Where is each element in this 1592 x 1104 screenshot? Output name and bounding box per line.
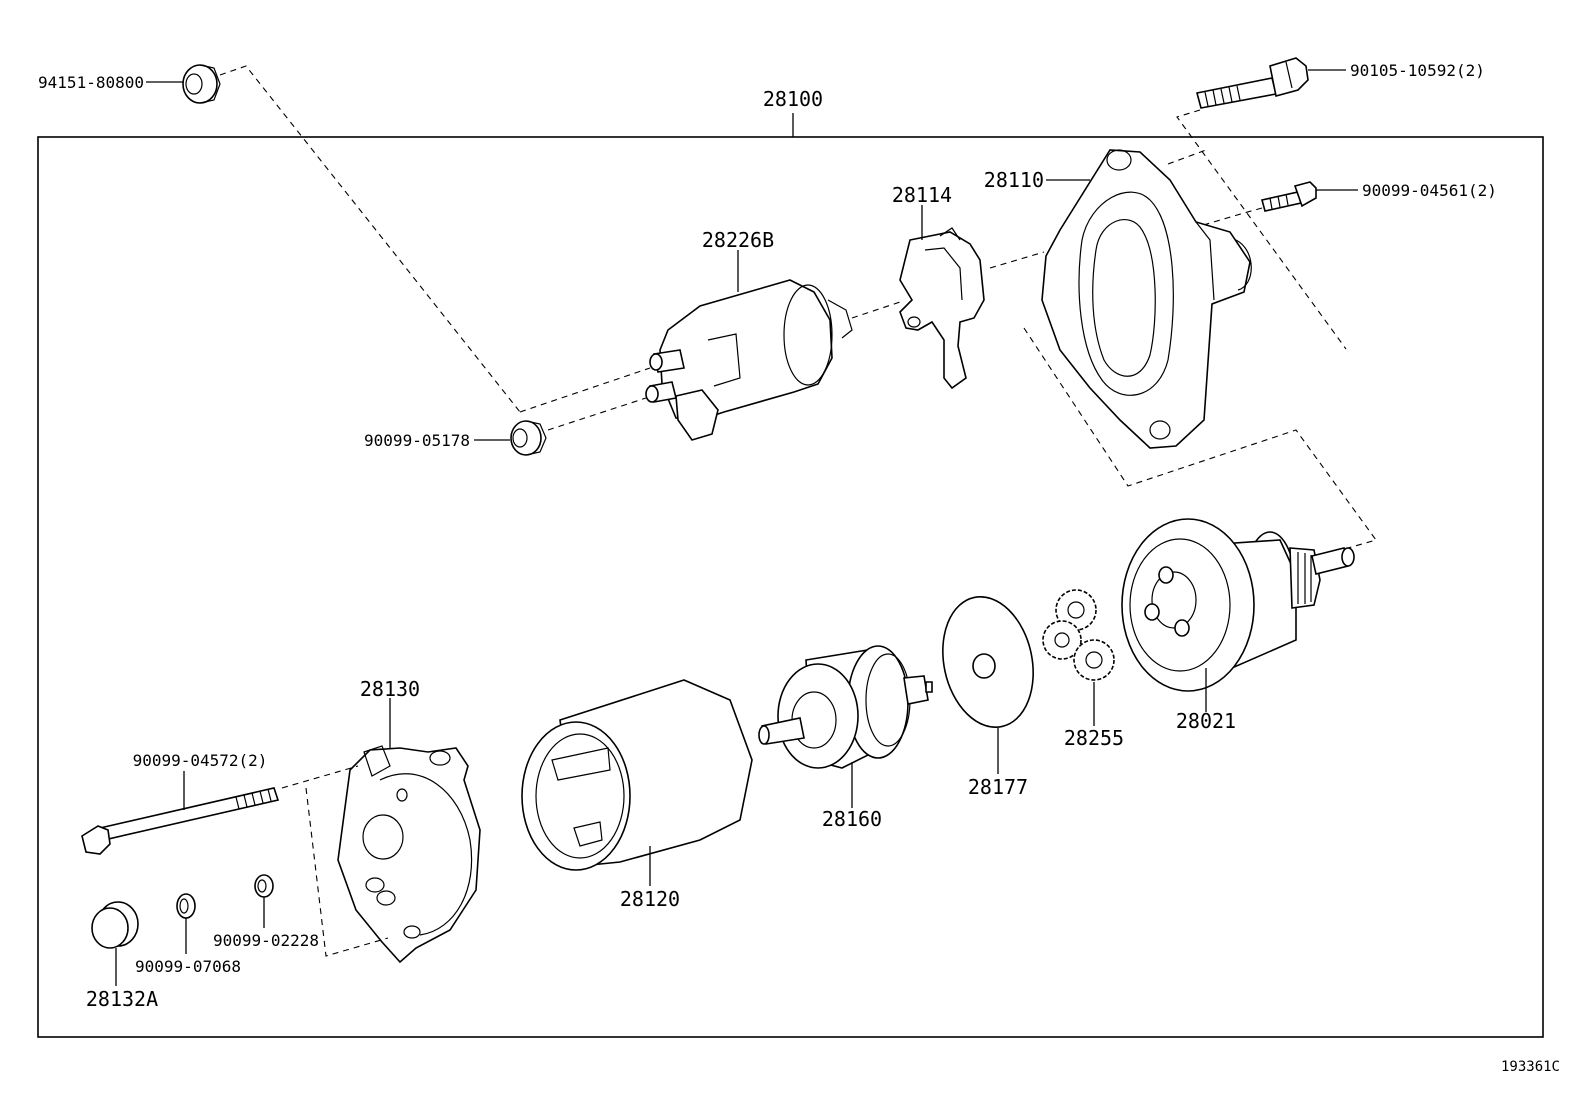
dash-94151 xyxy=(219,65,521,413)
nut-90099-05178[interactable] xyxy=(510,420,547,456)
armature-28160[interactable] xyxy=(758,645,933,769)
label-90099-04561: 90099-04561(2) xyxy=(1362,181,1497,200)
plate-28177[interactable] xyxy=(931,588,1045,735)
dash-28130-upper xyxy=(281,765,359,789)
label-28021: 28021 xyxy=(1176,709,1236,733)
solenoid-28226B[interactable] xyxy=(645,279,853,441)
dash-28226B-upper xyxy=(519,367,651,413)
planetary-gears-28255[interactable] xyxy=(1042,589,1115,681)
dash-04561 xyxy=(1199,207,1263,227)
bolt-90099-04561[interactable] xyxy=(1261,181,1317,212)
label-28130: 28130 xyxy=(360,677,420,701)
label-28100: 28100 xyxy=(763,87,823,111)
dash-28226B-right xyxy=(851,301,901,319)
yoke-28120[interactable] xyxy=(521,679,753,871)
label-28132A: 28132A xyxy=(86,987,158,1011)
drive-lever-28114[interactable] xyxy=(899,227,985,390)
through-bolt-90099-04572[interactable] xyxy=(81,787,280,855)
label-28177: 28177 xyxy=(968,775,1028,799)
end-frame-28130[interactable] xyxy=(337,745,481,964)
label-28114: 28114 xyxy=(892,183,952,207)
assembly-frame xyxy=(37,136,1544,1038)
dash-28130-lower xyxy=(305,787,389,957)
label-90099-05178: 90099-05178 xyxy=(364,431,470,450)
dash-28110 xyxy=(1023,327,1377,549)
dash-28226B-lower xyxy=(547,397,647,431)
label-28255: 28255 xyxy=(1064,726,1124,750)
label-90105-10592: 90105-10592(2) xyxy=(1350,61,1485,80)
ring-90099-07068[interactable] xyxy=(176,893,196,919)
label-94151-80800: 94151-80800 xyxy=(38,73,144,92)
label-90099-02228: 90099-02228 xyxy=(213,931,319,950)
bolt-90105-10592[interactable] xyxy=(1196,57,1309,109)
label-28160: 28160 xyxy=(822,807,882,831)
cap-28132A[interactable] xyxy=(91,901,139,949)
nut-94151-80800[interactable] xyxy=(182,64,221,104)
dash-90105 xyxy=(1176,109,1347,350)
washer-90099-02228[interactable] xyxy=(254,874,274,898)
label-28110: 28110 xyxy=(984,168,1044,192)
diagram-id: 193361C xyxy=(1501,1059,1560,1075)
label-28226B: 28226B xyxy=(702,228,774,252)
dash-28110-top xyxy=(1167,149,1207,165)
label-90099-07068: 90099-07068 xyxy=(135,957,241,976)
starter-clutch-28021[interactable] xyxy=(1121,518,1355,692)
drive-housing-28110[interactable] xyxy=(1041,149,1252,449)
label-90099-04572: 90099-04572(2) xyxy=(133,751,268,770)
dash-28114-right xyxy=(989,251,1045,269)
label-28120: 28120 xyxy=(620,887,680,911)
